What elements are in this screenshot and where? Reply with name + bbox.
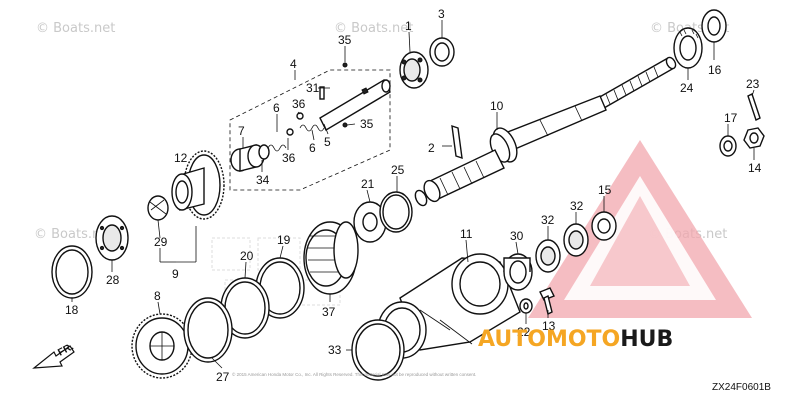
triangle-logo: [528, 140, 752, 318]
part-25-ring: [379, 191, 413, 233]
part-20-ring: [220, 277, 270, 339]
callout-32: 32: [570, 199, 584, 213]
callout-6: 6: [273, 101, 280, 115]
callout-labels: 1 2 3 4 5 6 6 7 8 9 10 11 12 13 14 15 16…: [65, 7, 762, 384]
callout-22: 22: [517, 325, 531, 339]
part-15-bearing: [591, 211, 617, 241]
callout-2: 2: [428, 141, 435, 155]
part-8-bevel-gear: [131, 313, 193, 379]
callout-4: 4: [290, 57, 297, 71]
watermark: © Boats.net: [34, 227, 113, 242]
callout-20: 20: [240, 249, 254, 263]
callout-35: 35: [360, 117, 374, 131]
part-29-bearing: [147, 195, 169, 221]
callout-34: 34: [256, 173, 270, 187]
callout-36: 36: [292, 97, 306, 111]
callout-16: 16: [708, 63, 722, 77]
leader-lines: [71, 20, 755, 369]
callout-5: 5: [324, 135, 331, 149]
callout-8: 8: [154, 289, 161, 303]
callout-30: 30: [510, 229, 524, 243]
logo-text: AUTOMOTOHUB: [478, 327, 673, 352]
callout-1: 1: [405, 19, 412, 33]
part-32-bearing: [535, 239, 561, 273]
part-28-bearing: [95, 215, 129, 261]
part-30-bearing: [503, 253, 533, 291]
callout-32: 32: [541, 213, 555, 227]
callout-15: 15: [598, 183, 612, 197]
callout-17: 17: [724, 111, 738, 125]
part-3-ring: [429, 37, 455, 67]
watermark: © Boats.net: [36, 21, 115, 36]
callout-36: 36: [282, 151, 296, 165]
part-11-housing: [377, 253, 521, 359]
callout-35: 35: [338, 33, 352, 47]
part-27-ring: [183, 297, 233, 363]
main-shaft: [414, 56, 677, 207]
callout-3: 3: [438, 7, 445, 21]
callout-9: 9: [172, 267, 179, 281]
part-4-subassembly: [229, 62, 391, 191]
callout-19: 19: [277, 233, 291, 247]
callout-31: 31: [306, 81, 320, 95]
copyright-text: © 2015 American Honda Motor Co., Inc. Al…: [232, 371, 476, 377]
callout-18: 18: [65, 303, 79, 317]
callout-13: 13: [542, 319, 556, 333]
callout-25: 25: [391, 163, 405, 177]
callout-29: 29: [154, 235, 168, 249]
front-direction-arrow: FR.: [32, 341, 76, 369]
part-1-bearing: [399, 51, 429, 89]
part-23-pin: [747, 93, 761, 121]
callout-14: 14: [748, 161, 762, 175]
callout-21: 21: [361, 177, 375, 191]
part-37-clutch: [303, 221, 359, 295]
part-21-washer: [353, 201, 387, 243]
callout-37: 37: [322, 305, 336, 319]
callout-11: 11: [460, 227, 473, 241]
part-32-bearing: [563, 223, 589, 257]
callout-10: 10: [490, 99, 504, 113]
direction-label: FR.: [56, 341, 76, 358]
callout-6: 6: [309, 141, 316, 155]
callout-28: 28: [106, 273, 120, 287]
callout-24: 24: [680, 81, 694, 95]
part-24-bearing: [673, 27, 703, 69]
part-2-pin: [451, 124, 463, 160]
callout-27: 27: [216, 370, 230, 384]
figure-code: ZX24F0601B: [712, 382, 771, 393]
callout-33: 33: [328, 343, 342, 357]
part-33-seal: [351, 319, 405, 381]
part-12-gear: [171, 150, 225, 220]
automotohub-logo: AUTOMOTOHUB: [478, 327, 673, 352]
part-16-ring: [701, 9, 727, 43]
callout-23: 23: [746, 77, 760, 91]
part-22-washer: [519, 298, 533, 314]
watermark: © Boats.net: [334, 21, 413, 36]
part-18-ring: [51, 245, 93, 299]
part-17-washer: [719, 135, 737, 157]
part-14-nut: [743, 127, 765, 149]
callout-7: 7: [238, 124, 245, 138]
callout-12: 12: [174, 151, 188, 165]
part-13-bolt: [539, 287, 555, 316]
